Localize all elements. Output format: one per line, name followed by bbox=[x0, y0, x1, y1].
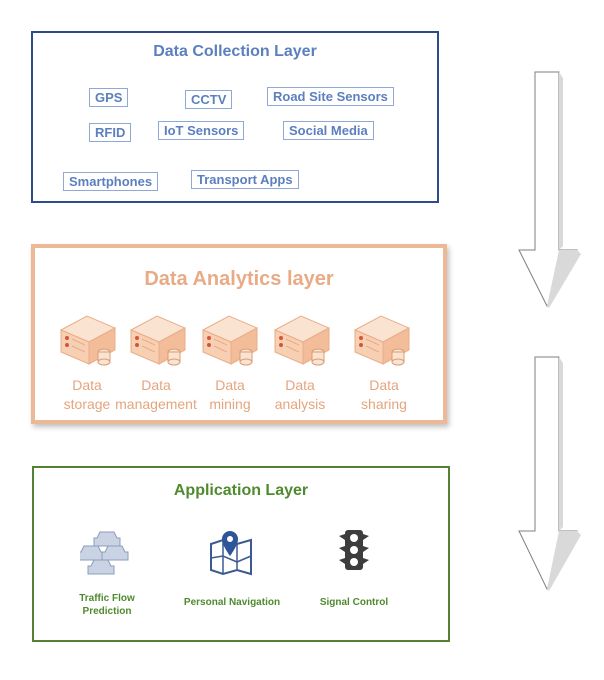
application-layer-title: Application Layer bbox=[173, 482, 309, 499]
analytics-layer-title: Data Analytics layer bbox=[144, 268, 334, 290]
server-icon bbox=[273, 315, 331, 366]
server-icon bbox=[59, 315, 117, 366]
server-label-storage: Data storage bbox=[63, 377, 111, 412]
server-label-sharing: Data sharing bbox=[361, 377, 407, 412]
source-cctv: CCTV bbox=[185, 90, 233, 109]
server-label-analysis: Data analysis bbox=[274, 377, 326, 412]
server-label-mining: Data mining bbox=[209, 377, 251, 412]
app-label-personal-navigation: Personal Navigation bbox=[183, 597, 281, 608]
server-icon bbox=[201, 315, 259, 366]
down-arrow-icon bbox=[518, 71, 581, 308]
source-gps: GPS bbox=[89, 88, 129, 107]
map-pin-icon bbox=[210, 531, 252, 576]
application-layer: Application Layer Traffic Flow Predictio… bbox=[32, 466, 450, 642]
server-label-management: Data management bbox=[115, 377, 197, 412]
server-icon bbox=[353, 315, 411, 366]
data-analytics-layer: Data Analytics layer bbox=[31, 244, 447, 424]
down-arrow-icon bbox=[518, 356, 581, 591]
collection-layer-title: Data Collection Layer bbox=[153, 43, 317, 60]
data-collection-layer: Data Collection Layer GPS CCTV Road Site… bbox=[31, 31, 439, 203]
source-road-site-sensors: Road Site Sensors bbox=[267, 87, 394, 106]
traffic-jam-icon bbox=[80, 531, 129, 575]
app-label-traffic-flow: Traffic Flow Prediction bbox=[79, 593, 135, 617]
source-smartphones: Smartphones bbox=[63, 172, 159, 191]
app-label-signal-control: Signal Control bbox=[319, 597, 389, 608]
source-rfid: RFID bbox=[89, 123, 132, 142]
traffic-light-icon bbox=[339, 530, 369, 570]
server-icon bbox=[129, 315, 187, 366]
source-social-media: Social Media bbox=[283, 121, 374, 140]
source-iot-sensors: IoT Sensors bbox=[158, 121, 245, 140]
source-transport-apps: Transport Apps bbox=[191, 170, 299, 189]
